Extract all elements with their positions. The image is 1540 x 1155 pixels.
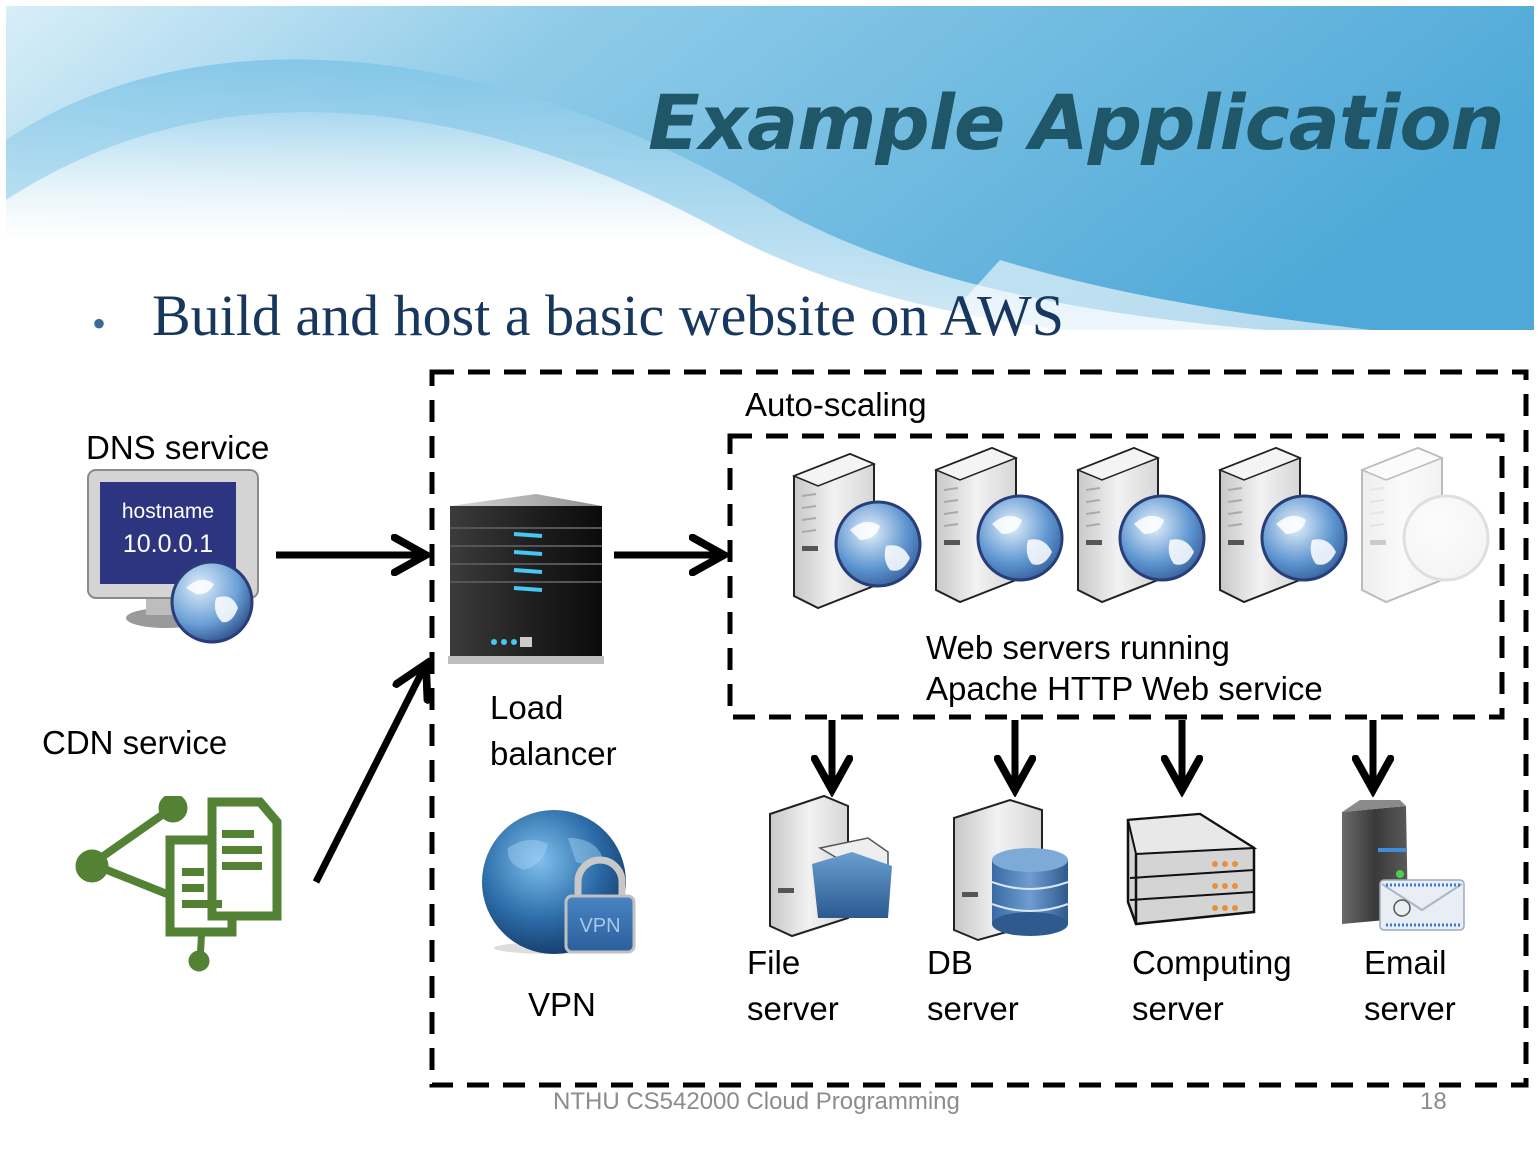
arrow-cdn-to-lb — [312, 664, 426, 884]
vpn-globe-lock-icon: VPN — [482, 810, 636, 954]
auto-scaling-group — [727, 433, 1505, 720]
computing-server-label-line1: Computing — [1132, 944, 1292, 981]
bullet-text: Build and host a basic website on AWS — [152, 283, 1064, 348]
email-server-label-line2: server — [1364, 989, 1456, 1027]
db-server-icon — [953, 798, 1069, 942]
web-servers-caption: Web servers running Apache HTTP Web serv… — [926, 628, 1323, 710]
web-server-standby — [1361, 447, 1490, 603]
file-server-label-line1: File — [747, 944, 801, 981]
computing-server-label: Computing server — [1132, 940, 1292, 1031]
dns-service-label: DNS service — [86, 429, 270, 466]
load-balancer-label: Load balancer — [490, 685, 617, 776]
outer-dashed-group — [429, 369, 1529, 1088]
auto-scaling-label: Auto-scaling — [745, 386, 927, 423]
dns-screen-hostname: hostname — [122, 500, 214, 523]
web-server-4 — [1219, 447, 1348, 603]
web-server-2 — [935, 447, 1064, 603]
vpn-badge-text: VPN — [579, 915, 620, 937]
cdn-service-label: CDN service — [42, 724, 228, 761]
web-server-1 — [793, 453, 922, 609]
cdn-share-documents-icon — [75, 796, 282, 972]
email-server-icon — [1342, 800, 1465, 931]
file-server-label: File server — [747, 940, 839, 1031]
computing-server-label-line2: server — [1132, 989, 1224, 1027]
slide-title: Example Application — [648, 78, 1505, 167]
email-server-label: Email server — [1364, 940, 1456, 1031]
footer-course: NTHU CS542000 Cloud Programming — [553, 1088, 960, 1115]
web-servers-caption-line1: Web servers running — [926, 629, 1230, 666]
web-servers-row — [793, 447, 1490, 609]
email-server-label-line1: Email — [1364, 944, 1447, 981]
load-balancer-label-line1: Load — [490, 689, 564, 726]
dns-screen-ip: 10.0.0.1 — [123, 530, 213, 558]
db-server-label: DB server — [927, 940, 1019, 1031]
vpn-label: VPN — [528, 986, 596, 1023]
dns-monitor-globe-icon: hostname 10.0.0.1 — [87, 469, 259, 644]
footer-page-number: 18 — [1420, 1088, 1447, 1115]
web-server-3 — [1077, 447, 1206, 603]
load-balancer-label-line2: balancer — [490, 734, 617, 772]
db-server-label-line2: server — [927, 989, 1019, 1027]
file-server-icon — [769, 794, 892, 938]
web-servers-caption-line2: Apache HTTP Web service — [926, 669, 1323, 707]
db-server-label-line1: DB — [927, 944, 973, 981]
backend-servers-row — [769, 794, 1465, 942]
computing-server-icon — [1126, 812, 1258, 926]
file-server-label-line2: server — [747, 989, 839, 1027]
bullet-marker: • — [92, 301, 107, 346]
load-balancer-server-icon — [448, 494, 604, 664]
